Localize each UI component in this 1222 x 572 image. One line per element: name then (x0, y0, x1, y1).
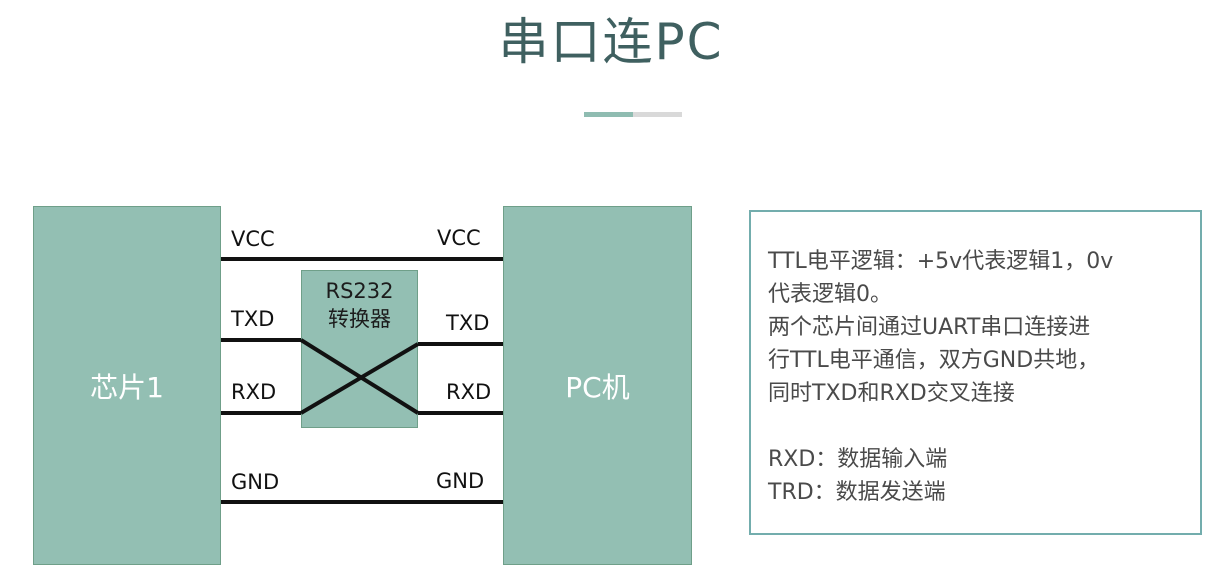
info-line: TTL电平逻辑：+5v代表逻辑1，0v (768, 249, 1114, 274)
info-line: 行TTL电平通信，双方GND共地， (768, 348, 1100, 373)
info-box: TTL电平逻辑：+5v代表逻辑1，0v 代表逻辑0。 两个芯片间通过UART串口… (749, 210, 1202, 535)
info-line: TRD：数据发送端 (768, 480, 946, 505)
right-txd-label: TXD (446, 311, 490, 335)
vcc-wire (221, 257, 503, 261)
left-vcc-label: VCC (231, 227, 275, 251)
title-divider (584, 112, 682, 117)
txd-wire-left (221, 338, 301, 342)
info-line: 同时TXD和RXD交叉连接 (768, 381, 1015, 406)
info-line: RXD：数据输入端 (768, 447, 948, 472)
pc-label: PC机 (565, 370, 630, 404)
chip1-block: 芯片1 (33, 206, 221, 565)
rxd-wire-left (221, 411, 301, 415)
info-line: 代表逻辑0。 (768, 282, 892, 307)
converter-label-line-1: RS232 (325, 279, 394, 303)
info-spacer (768, 410, 1188, 443)
info-line: 两个芯片间通过UART串口连接进 (768, 315, 1091, 340)
title-divider-accent (584, 112, 633, 117)
converter-label-line-2: 转换器 (328, 307, 391, 331)
chip1-label: 芯片1 (90, 370, 164, 404)
page-title: 串口连PC (498, 13, 724, 71)
rxd-wire-right (418, 411, 503, 415)
gnd-wire (221, 500, 503, 504)
right-gnd-label: GND (436, 469, 485, 493)
right-vcc-label: VCC (437, 226, 481, 250)
txd-wire-right (418, 342, 503, 346)
right-rxd-label: RXD (446, 380, 492, 404)
left-gnd-label: GND (231, 470, 280, 494)
converter-label: RS232 转换器 (301, 277, 418, 333)
left-rxd-label: RXD (231, 380, 277, 404)
pc-block: PC机 (503, 206, 692, 565)
left-txd-label: TXD (231, 307, 275, 331)
